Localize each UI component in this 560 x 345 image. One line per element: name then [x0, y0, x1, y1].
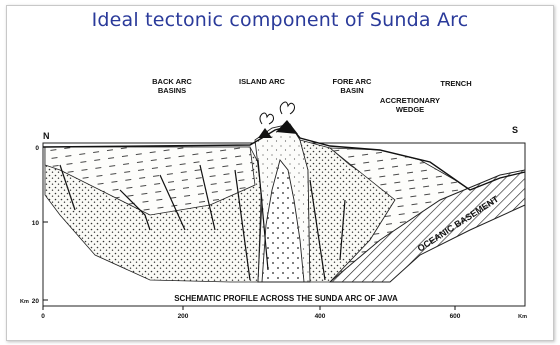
label-fore-arc-1: FORE ARC: [333, 77, 372, 86]
depth-tick-10: 10: [32, 220, 40, 227]
distance-tick-600: 600: [450, 313, 461, 320]
label-accretionary-1: ACCRETIONARY: [380, 96, 440, 105]
label-back-arc-1: BACK ARC: [152, 77, 192, 86]
distance-tick-0: 0: [41, 313, 45, 320]
label-fore-arc-2: BASIN: [340, 86, 363, 95]
depth-tick-20: 20: [32, 298, 40, 305]
distance-axis: 0 200 400 600 Km: [41, 306, 527, 320]
depth-unit: Km: [20, 299, 29, 305]
distance-unit: Km: [518, 314, 527, 320]
depth-tick-0: 0: [35, 145, 39, 152]
label-south: S: [512, 125, 518, 135]
label-accretionary-2: WEDGE: [396, 105, 424, 114]
distance-tick-200: 200: [178, 313, 189, 320]
label-north: N: [43, 131, 50, 141]
label-back-arc-2: BASINS: [158, 86, 186, 95]
diagram-caption: SCHEMATIC PROFILE ACROSS THE SUNDA ARC O…: [174, 294, 398, 303]
depth-axis: 0 10 20 Km: [20, 145, 48, 305]
label-island-arc: ISLAND ARC: [239, 77, 286, 86]
distance-tick-400: 400: [315, 313, 326, 320]
label-trench: TRENCH: [440, 79, 471, 88]
